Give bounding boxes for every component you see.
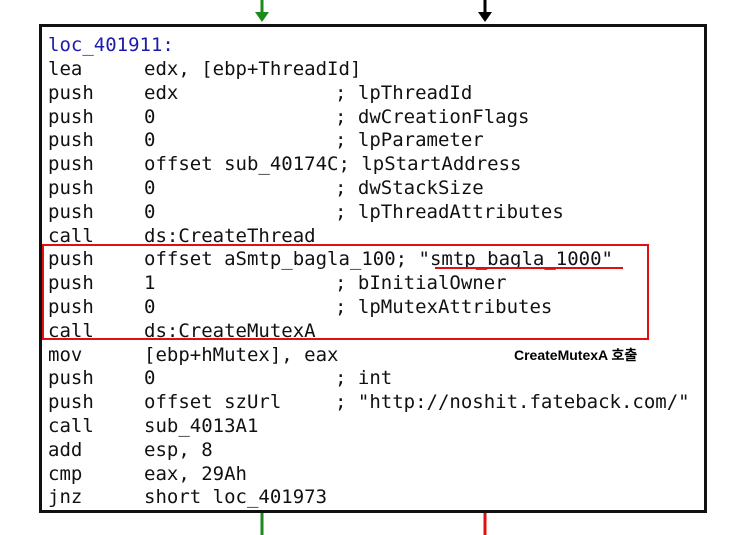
instruction-mnemonic: push (48, 296, 94, 318)
instruction-mnemonic: push (48, 367, 94, 390)
instruction-comment: ; lpThreadAttributes (335, 200, 564, 223)
instruction-operands: offset szUrl (144, 391, 282, 414)
outgoing-true-branch-line (260, 513, 264, 535)
instruction-operands: ds:CreateThread (144, 224, 316, 247)
instruction-mnemonic: call (48, 415, 94, 437)
instruction-comment: ; dwCreationFlags (335, 105, 530, 128)
instruction-operands: ds:CreateMutexA (144, 319, 316, 342)
highlight-box-createmutex (42, 244, 649, 340)
instruction-comment: ; dwStackSize (335, 177, 484, 199)
basic-block-node[interactable]: loc_401911: lea edx, [ebp+ThreadId] push ed… (39, 24, 707, 513)
annotation-label: CreateMutexA 호출 (514, 347, 638, 363)
instruction-comment: ; lpMutexAttributes (335, 296, 553, 318)
instruction-mnemonic: push (48, 129, 94, 152)
instruction-mnemonic: push (48, 81, 94, 104)
instruction-operands: [ebp+hMutex], eax (144, 343, 339, 366)
instruction-operands: 0 (144, 129, 156, 152)
instruction-mnemonic: push (48, 248, 94, 271)
instruction-operands: 0 (144, 296, 156, 318)
instruction-comment: ; lpParameter (335, 129, 484, 152)
instruction-mnemonic: call (48, 224, 94, 247)
instruction-operands: sub_4013A1 (144, 415, 259, 437)
instruction-comment: ; lpThreadId (335, 81, 473, 104)
instruction-mnemonic: push (48, 153, 94, 176)
instruction-mnemonic: push (48, 272, 94, 295)
instruction-operands: short loc_401973 (144, 486, 328, 509)
instruction-comment: ; "http://noshit.fateback.com/" (335, 391, 690, 414)
string-underline (435, 267, 623, 269)
instruction-mnemonic: mov (48, 343, 83, 366)
instruction-mnemonic: jnz (48, 486, 83, 509)
instruction-mnemonic: lea (48, 58, 83, 80)
instruction-operands: eax, 29Ah (144, 462, 247, 485)
instruction-operands: 1 (144, 272, 156, 295)
instruction-mnemonic: push (48, 200, 94, 223)
instruction-operands: 0 (144, 367, 156, 390)
instruction-operands: offset aSmtp_bagla_100; "smtp_bagla_1000… (144, 248, 613, 271)
instruction-mnemonic: cmp (48, 462, 83, 485)
block-label[interactable]: loc_401911: (48, 34, 174, 56)
instruction-mnemonic: push (48, 391, 94, 414)
instruction-operands: 0 (144, 177, 156, 199)
instruction-operands: esp, 8 (144, 438, 213, 461)
incoming-true-arrow-icon (255, 0, 269, 22)
instruction-operands: 0 (144, 105, 156, 128)
incoming-default-arrow-icon (478, 0, 492, 22)
outgoing-false-branch-line (483, 513, 487, 535)
instruction-mnemonic: push (48, 177, 94, 199)
instruction-operands: 0 (144, 200, 156, 223)
instruction-comment: ; int (335, 367, 393, 390)
instruction-mnemonic: push (48, 105, 94, 128)
instruction-operands: offset sub_40174C; lpStartAddress (144, 153, 522, 176)
instruction-operands: edx, [ebp+ThreadId] (144, 58, 362, 80)
instruction-operands: edx (144, 81, 179, 104)
instruction-mnemonic: call (48, 319, 94, 342)
instruction-mnemonic: add (48, 438, 83, 461)
instruction-comment: ; bInitialOwner (335, 272, 507, 295)
